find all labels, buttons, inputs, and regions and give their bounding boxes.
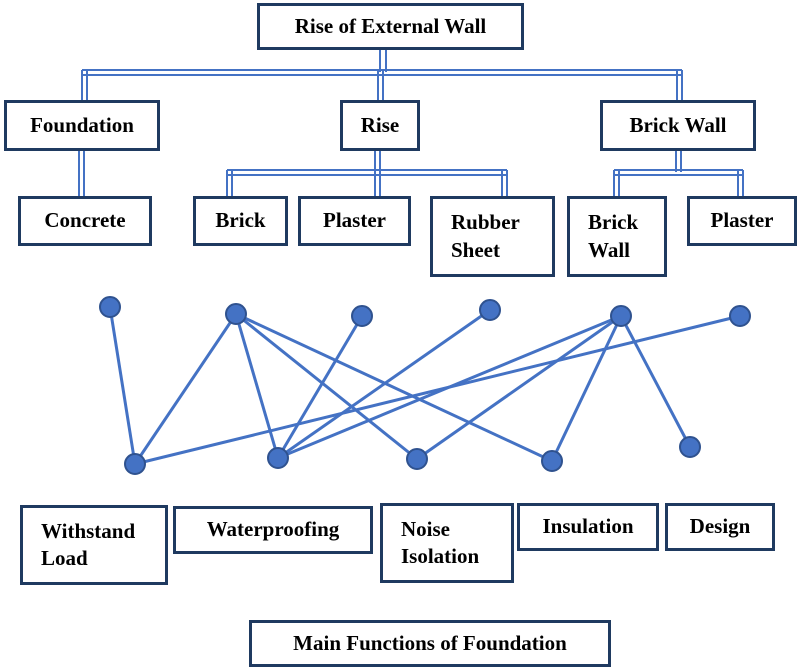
- network-link: [234, 313, 280, 459]
- network-link: [550, 315, 623, 462]
- network-link: [134, 314, 741, 466]
- bottom-node: [541, 450, 563, 472]
- bottom-node: [406, 448, 428, 470]
- function-design-label: Design: [689, 514, 751, 539]
- top-node: [351, 305, 373, 327]
- network-link: [619, 315, 692, 448]
- network-link: [235, 312, 418, 461]
- function-insulation-label: Insulation: [542, 514, 634, 539]
- plaster-label: Plaster: [323, 208, 386, 233]
- footer-label: Main Functions of Foundation: [293, 630, 567, 655]
- brick-wall-box: Brick Wall: [600, 100, 756, 151]
- top-node: [610, 305, 632, 327]
- rubber-sheet-box: Rubber Sheet: [430, 196, 555, 277]
- function-waterproofing-box: Waterproofing: [173, 506, 373, 554]
- brick-label: Brick: [215, 208, 266, 233]
- title-label: Rise of External Wall: [294, 13, 487, 38]
- footer-box: Main Functions of Foundation: [249, 620, 611, 667]
- rise-box: Rise: [340, 100, 420, 151]
- bottom-node: [679, 436, 701, 458]
- plaster2-label: Plaster: [710, 208, 774, 233]
- concrete-box: Concrete: [18, 196, 152, 246]
- foundation-box: Foundation: [4, 100, 160, 151]
- function-insulation-box: Insulation: [517, 503, 659, 551]
- brick-wall-sub-box: Brick Wall: [567, 196, 667, 277]
- plaster-box: Plaster: [298, 196, 411, 246]
- function-withstand-load-label: Withstand Load: [41, 518, 136, 570]
- title-box: Rise of External Wall: [257, 3, 524, 50]
- network-link: [416, 314, 622, 461]
- rise-connector: [226, 150, 508, 197]
- top-node: [479, 299, 501, 321]
- network-link: [133, 313, 238, 465]
- function-withstand-load-box: Withstand Load: [20, 505, 168, 585]
- function-design-box: Design: [665, 503, 775, 551]
- network-links: [108, 306, 741, 466]
- network-link: [276, 315, 364, 459]
- concrete-label: Concrete: [44, 208, 126, 233]
- bottom-node: [124, 453, 146, 475]
- title-connector: [81, 48, 683, 101]
- bottom-node: [267, 447, 289, 469]
- top-node: [729, 305, 751, 327]
- top-node: [225, 303, 247, 325]
- brick-wall-label: Brick Wall: [629, 112, 727, 137]
- network-link: [108, 306, 137, 465]
- function-waterproofing-label: Waterproofing: [206, 517, 340, 542]
- top-node: [99, 296, 121, 318]
- rubber-sheet-label: Rubber Sheet: [451, 210, 520, 262]
- foundation-label: Foundation: [30, 112, 134, 137]
- function-noise-isolation-box: Noise Isolation: [380, 503, 514, 583]
- foundation-connector: [78, 150, 85, 197]
- function-noise-isolation-label: Noise Isolation: [401, 516, 480, 568]
- plaster2-box: Plaster: [687, 196, 797, 246]
- brick-wall-connector: [613, 150, 744, 197]
- network-nodes: [99, 296, 751, 475]
- brick-wall-sub-label: Brick Wall: [588, 210, 639, 262]
- rise-label: Rise: [360, 112, 400, 137]
- brick-box: Brick: [193, 196, 288, 246]
- network-link: [277, 308, 491, 460]
- network-link: [235, 312, 553, 463]
